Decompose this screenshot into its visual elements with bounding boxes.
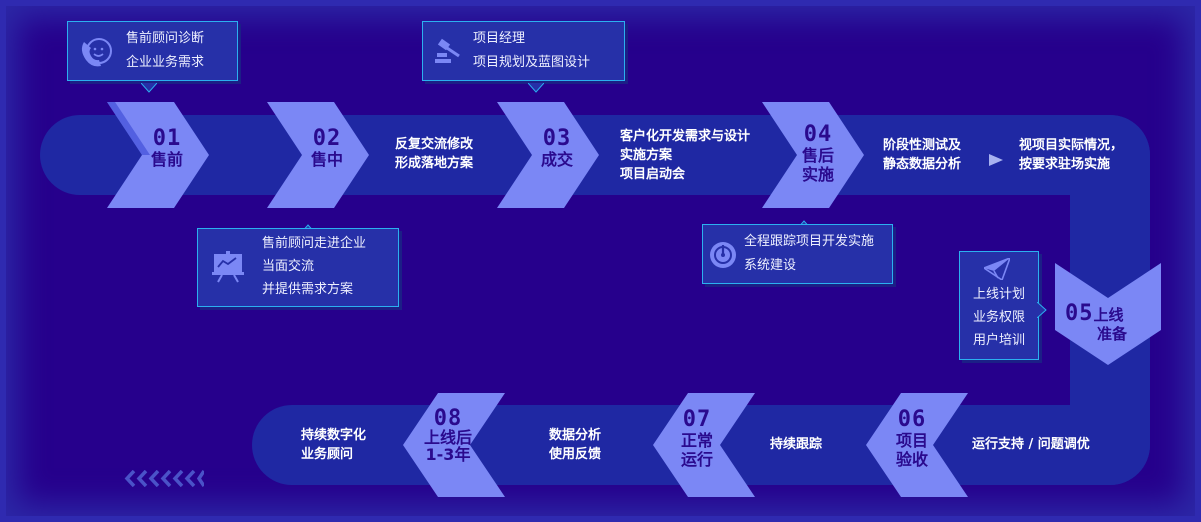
step-name-line2: 实施 <box>801 164 834 184</box>
chevron-left-shape <box>653 393 755 497</box>
band-text-after-07: 持续跟踪 <box>770 435 822 454</box>
chevron-right-shape <box>762 102 864 208</box>
step-number: 03 <box>542 126 572 151</box>
text-line: 运行支持 / 问题调优 <box>972 437 1090 452</box>
step-02-chevron: 02 售中 <box>267 102 369 208</box>
step-08-chevron: 08 上线后 1-3年 <box>403 393 505 497</box>
text-line: 持续跟踪 <box>770 437 823 452</box>
chevron-down-shape <box>1055 263 1161 365</box>
step-name: 成交 <box>540 150 573 170</box>
bottom-right-corner <box>1070 405 1150 485</box>
step-04-chevron: 04 售后 实施 <box>762 102 864 208</box>
text-line: 按要求驻场实施 <box>1019 157 1111 172</box>
chevron-left-shape <box>866 393 968 497</box>
step-05-chevron: 05上线 准备 <box>1055 263 1161 365</box>
text-line: 数据分析 <box>549 428 602 443</box>
step-03-chevron: 03 成交 <box>497 102 599 208</box>
radar-icon <box>709 241 737 278</box>
band-text-after-04-a: 阶段性测试及 静态数据分析 <box>883 136 961 174</box>
chevron-right-shape <box>267 102 369 208</box>
text-line: 形成落地方案 <box>395 156 474 171</box>
text-line: 持续数字化 <box>301 428 367 443</box>
text-line: 使用反馈 <box>549 447 602 462</box>
step-07-chevron: 07 正常 运行 <box>653 393 755 497</box>
callout-line: 当面交流 <box>262 259 315 274</box>
text-line: 静态数据分析 <box>883 157 962 172</box>
callout-line: 售前顾问走进企业 <box>262 236 367 251</box>
band-text-after-06: 运行支持 / 问题调优 <box>972 435 1090 454</box>
step-number: 02 <box>312 126 342 151</box>
callout-onsite-visit: 售前顾问走进企业 当面交流 并提供需求方案 <box>197 228 399 307</box>
play-arrow-icon <box>989 151 1003 170</box>
callout-presales-diagnosis: 售前顾问诊断 企业业务需求 <box>67 21 238 81</box>
step-name-line1: 正常 <box>680 431 713 451</box>
chevron-left-shape <box>403 393 505 497</box>
band-text-after-08-b: 持续数字化 业务顾问 <box>301 426 366 464</box>
paper-plane-icon <box>982 256 1012 289</box>
step-name-line2: 1-3年 <box>425 444 471 464</box>
callout-pointer <box>527 78 545 97</box>
band-text-after-03: 客户化开发需求与设计 实施方案 项目启动会 <box>620 127 750 184</box>
step-name-line2: 验收 <box>895 449 928 469</box>
step-name: 售中 <box>310 150 343 170</box>
callout-line: 项目经理 <box>473 31 526 46</box>
chevron-right-shape <box>497 102 599 208</box>
text-line: 阶段性测试及 <box>883 138 962 153</box>
callout-line: 全程跟踪项目开发实施 <box>744 234 875 249</box>
step-number: 04 <box>803 122 833 147</box>
callout-line: 业务权限 <box>972 310 1025 325</box>
step-name-line1: 项目 <box>895 431 928 451</box>
band-text-after-02: 反复交流修改 形成落地方案 <box>395 135 473 173</box>
callout-pointer <box>1036 301 1047 322</box>
callout-line: 企业业务需求 <box>126 55 205 70</box>
callout-line: 系统建设 <box>744 258 797 273</box>
callout-pointer <box>140 78 158 97</box>
callout-line: 并提供需求方案 <box>262 282 354 297</box>
text-line: 业务顾问 <box>301 447 354 462</box>
step-number: 06 <box>897 407 927 432</box>
callout-go-live: 上线计划 业务权限 用户培训 <box>959 251 1039 360</box>
callout-full-tracking: 全程跟踪项目开发实施 系统建设 <box>702 224 893 284</box>
top-right-corner <box>1070 115 1150 195</box>
step-name-line1: 上线 <box>1093 306 1124 324</box>
step-01-chevron: 01 售前 <box>107 102 209 208</box>
step-06-chevron: 06 项目 验收 <box>866 393 968 497</box>
text-line: 项目启动会 <box>620 167 686 182</box>
step-number: 01 <box>152 126 182 151</box>
callout-line: 用户培训 <box>972 333 1025 348</box>
step-name-line1: 售后 <box>801 146 834 166</box>
text-line: 实施方案 <box>620 148 673 163</box>
step-name: 售前 <box>150 150 183 170</box>
step-number: 08 <box>433 406 463 431</box>
step-name-line2: 运行 <box>680 449 713 469</box>
text-line: 客户化开发需求与设计 <box>620 129 751 144</box>
customer-service-icon <box>79 36 113 79</box>
callout-project-manager: 项目经理 项目规划及蓝图设计 <box>422 21 625 81</box>
step-number: 07 <box>682 407 712 432</box>
callout-line: 售前顾问诊断 <box>126 31 205 46</box>
callout-line: 上线计划 <box>972 287 1025 302</box>
band-text-after-08-a: 数据分析 使用反馈 <box>549 426 601 464</box>
band-text-after-04-b: 视项目实际情况， 按要求驻场实施 <box>1019 136 1123 174</box>
text-line: 反复交流修改 <box>395 137 474 152</box>
decorative-left-arrows-icon <box>124 469 206 491</box>
gavel-icon <box>435 38 461 73</box>
step-name-line2: 准备 <box>1097 325 1128 344</box>
text-line: 视项目实际情况， <box>1019 138 1124 153</box>
chevron-right-shape <box>107 102 209 208</box>
presentation-chart-icon <box>212 251 244 292</box>
step-number: 05 <box>1065 301 1094 326</box>
step-name-line1: 上线后 <box>423 428 472 448</box>
callout-line: 项目规划及蓝图设计 <box>473 55 591 70</box>
